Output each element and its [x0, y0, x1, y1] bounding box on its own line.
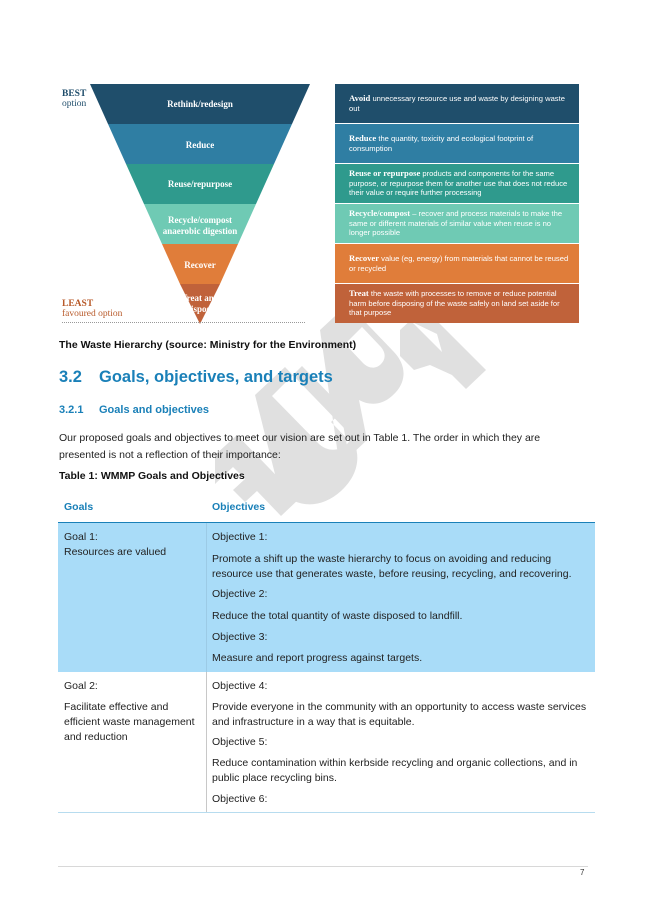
- pyramid-label-rethink: Rethink/redesign: [167, 99, 233, 109]
- goal-text: Facilitate effective and efficient waste…: [64, 701, 195, 743]
- hierarchy-desc-reduce: Reduce the quantity, toxicity and ecolog…: [335, 124, 579, 163]
- figure-caption: The Waste Hierarchy (source: Ministry fo…: [59, 339, 357, 351]
- table-header: Goals Objectives: [58, 496, 595, 524]
- hierarchy-desc-treat: Treat the waste with processes to remove…: [335, 284, 579, 323]
- objective-label: Objective 2:: [212, 588, 268, 600]
- subsection-number: 3.2.1: [59, 404, 84, 416]
- section-title: Goals, objectives, and targets: [99, 368, 333, 386]
- footer-divider: [58, 866, 588, 867]
- hierarchy-desc-recover: Recover value (eg, energy) from material…: [335, 244, 579, 283]
- waste-hierarchy-pyramid: [90, 84, 310, 324]
- pyramid-level-reuse: [126, 164, 274, 204]
- objective-label: Objective 6:: [212, 793, 268, 805]
- header-goals: Goals: [64, 501, 94, 513]
- pyramid-level-reduce: [108, 124, 292, 164]
- goal-cell: Goal 1: Resources are valued: [64, 531, 167, 558]
- header-objectives: Objectives: [212, 501, 266, 513]
- subsection-heading: 3.2.1 Goals and objectives: [59, 404, 209, 416]
- pyramid-level-recycle: [144, 204, 256, 244]
- pyramid-baseline: [62, 322, 305, 323]
- intro-paragraph: Our proposed goals and objectives to mee…: [59, 432, 541, 461]
- pyramid-label-recover: Recover: [184, 260, 216, 270]
- objective-label: Objective 4:: [212, 680, 268, 692]
- pyramid-label-reuse: Reuse/repurpose: [167, 179, 233, 189]
- subsection-title: Goals and objectives: [99, 404, 210, 416]
- pyramid-level-recover: [162, 244, 238, 284]
- objective-text: Reduce contamination within kerbside rec…: [212, 757, 578, 784]
- objective-text: Reduce the total quantity of waste dispo…: [212, 610, 463, 622]
- hierarchy-desc-recycle: Recycle/compost – recover and process ma…: [335, 204, 579, 243]
- objective-label: Objective 1:: [212, 531, 268, 543]
- section-number: 3.2: [59, 368, 82, 386]
- pyramid-label-treat: Treat and dispose: [181, 293, 219, 314]
- section-heading: 3.2 Goals, objectives, and targets: [59, 368, 333, 387]
- table-row: Goal 1: Resources are valued Objective 1…: [58, 523, 595, 672]
- table-row: Goal 2: Facilitate effective and efficie…: [58, 672, 595, 813]
- table-caption: Table 1: WMMP Goals and Objectives: [59, 470, 245, 482]
- objective-text: Provide everyone in the community with a…: [212, 701, 587, 728]
- pyramid-level-treat: [180, 284, 220, 324]
- objective-text: Promote a shift up the waste hierarchy t…: [212, 553, 572, 580]
- pyramid-label-reduce: Reduce: [185, 140, 215, 150]
- pyramid-label-recycle: Recycle/compost anaerobic digestion: [162, 215, 238, 236]
- hierarchy-desc-avoid: Avoid unnecessary resource use and waste…: [335, 84, 579, 123]
- objective-label: Objective 3:: [212, 631, 268, 643]
- pyramid-level-rethink: [90, 84, 310, 124]
- objective-label: Objective 5:: [212, 736, 268, 748]
- hierarchy-desc-reuse: Reuse or repurpose products and componen…: [335, 164, 579, 203]
- page-number: 7: [580, 868, 585, 877]
- objective-text: Measure and report progress against targ…: [212, 652, 423, 664]
- goal-title: Goal 2:: [64, 680, 98, 692]
